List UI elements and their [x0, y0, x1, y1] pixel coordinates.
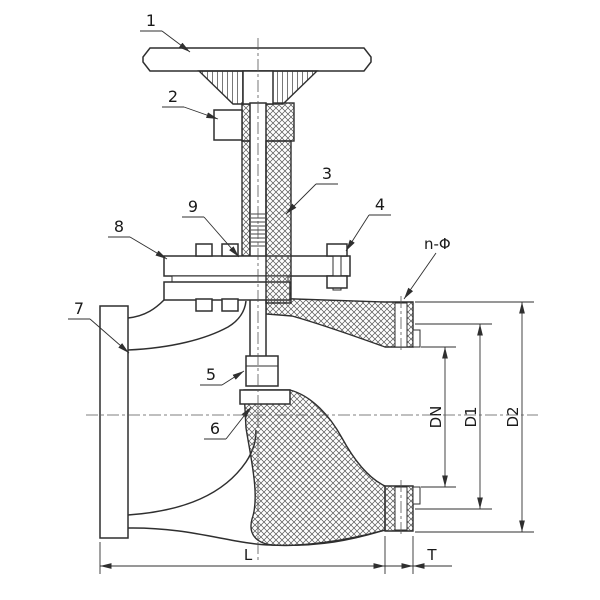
outlet-upper-wall-section	[265, 297, 414, 348]
bonnet-flange	[163, 255, 351, 277]
bolt-nut	[326, 275, 348, 289]
body-interior-top-wall	[127, 300, 247, 351]
part-leader-3: 3	[285, 164, 338, 215]
n-phi-label: n-Φ	[424, 235, 451, 253]
body-top-left-curve	[127, 299, 165, 319]
part-leader-7: 7	[68, 299, 130, 354]
part-leader-4: 4	[345, 195, 391, 252]
flange-bolt	[326, 243, 348, 291]
valve-disc	[245, 355, 279, 387]
handwheel	[142, 47, 372, 105]
part-label-4: 4	[375, 195, 385, 214]
handwheel-rim	[142, 47, 372, 72]
dimensions: DN D1 D2 L T n-Φ	[99, 235, 534, 574]
inlet-flange	[99, 305, 129, 539]
bonnet-wall-left	[241, 140, 251, 257]
bolt-nut-1	[195, 298, 213, 312]
l-label: L	[244, 546, 253, 564]
part-label-7: 7	[74, 299, 84, 318]
part-label-2: 2	[168, 87, 178, 106]
part-leader-8: 8	[108, 217, 168, 260]
bolt-nut-2	[221, 298, 239, 312]
raised-face-top	[412, 329, 421, 348]
part-label-6: 6	[210, 419, 220, 438]
d1-label: D1	[462, 406, 480, 427]
part-leader-5: 5	[200, 365, 245, 386]
part-label-5: 5	[206, 365, 216, 384]
bolt-head-1	[195, 243, 213, 257]
part-leader-2: 2	[162, 87, 219, 120]
part-label-9: 9	[188, 197, 198, 216]
bolt-head	[326, 243, 348, 257]
t-label: T	[426, 546, 437, 564]
body-interior-bottom-wall	[127, 429, 257, 516]
outlet-lower-wall-section	[243, 389, 386, 547]
valve-body	[99, 296, 421, 547]
part-leader-9: 9	[182, 197, 240, 258]
part-leader-6: 6	[204, 406, 252, 440]
part-leader-1: 1	[140, 11, 191, 53]
gland-nut	[213, 109, 243, 141]
d2-label: D2	[504, 406, 522, 427]
part-leaders: 1 2 3 4 5 6 7	[68, 11, 391, 440]
dn-label: DN	[427, 406, 445, 429]
bonnet-neck-section	[265, 140, 292, 304]
part-label-1: 1	[146, 11, 156, 30]
n-phi-leader	[403, 252, 437, 300]
bolt-head-2	[221, 243, 239, 257]
part-label-8: 8	[114, 217, 124, 236]
part-label-3: 3	[322, 164, 332, 183]
disc-seat	[239, 355, 291, 405]
bonnet-flange-assembly	[163, 243, 351, 312]
centerlines	[86, 38, 538, 560]
valve-seat	[239, 389, 291, 405]
raised-face-bottom	[412, 486, 421, 505]
